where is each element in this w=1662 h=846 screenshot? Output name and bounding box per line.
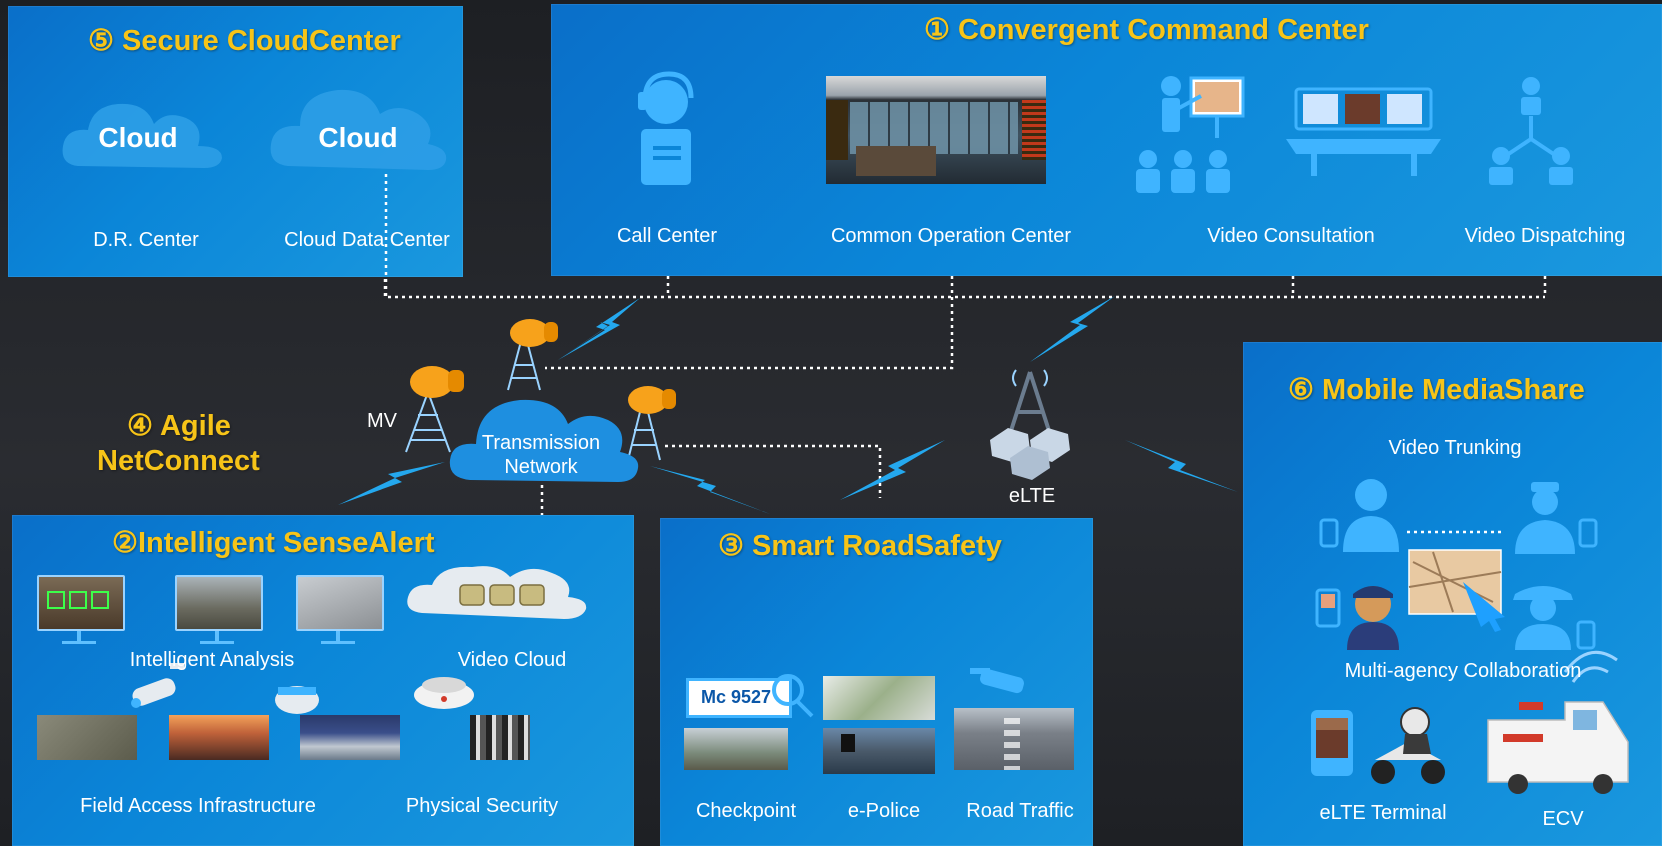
road-traffic-label: Road Traffic	[966, 800, 1074, 822]
cloud-right-label: Cloud	[318, 122, 398, 153]
traffic-light-photo	[823, 728, 935, 774]
video-trunking-label: Video Trunking	[1388, 437, 1522, 459]
camera-icon	[970, 668, 1024, 694]
phone-icon	[1311, 710, 1353, 776]
aerial-city-photo	[37, 715, 137, 760]
command-center-icons	[638, 71, 1573, 193]
cloud-center-panel: ⑤ Secure CloudCenter Cloud Cloud D.R. Ce…	[8, 6, 463, 296]
sensealert-panel: ②Intelligent SenseAlert	[12, 515, 634, 846]
lightning-icon	[555, 298, 640, 362]
checkpoint-label: Checkpoint	[695, 800, 797, 822]
cloud-icon	[449, 399, 639, 482]
lightning-group	[338, 296, 1238, 514]
monitor-base	[62, 641, 96, 644]
cloud-data-center-label: Cloud Data Center	[284, 229, 450, 251]
conference-table-icon	[1286, 87, 1441, 176]
smoke-detector-icon	[414, 677, 474, 709]
lightning-icon	[650, 466, 770, 514]
roadsafety-graphics	[772, 668, 1024, 718]
video-consultation-label: Video Consultation	[1207, 225, 1375, 247]
mediashare-panel: ⑥ Mobile MediaShare Video Trunking	[1243, 342, 1662, 846]
sensealert-graphics	[131, 566, 587, 714]
monitor-base	[200, 641, 234, 644]
lightning-icon	[840, 440, 945, 500]
lightning-icon	[1125, 440, 1238, 492]
face-recognition-thumb	[37, 575, 125, 631]
lightning-icon	[338, 462, 445, 505]
physical-security-label: Physical Security	[405, 795, 559, 817]
camera-icon	[131, 663, 184, 708]
command-center-panel: ① Convergent Command Center	[551, 4, 1662, 276]
mediashare-title: ⑥ Mobile MediaShare	[1288, 374, 1585, 406]
roadsafety-title: ③ Smart RoadSafety	[718, 530, 1002, 562]
monitor-stand	[336, 631, 340, 641]
skyline-photo	[169, 715, 269, 760]
hierarchy-icon	[1489, 77, 1573, 185]
video-dispatching-label: Video Dispatching	[1464, 225, 1626, 247]
intersection-3d-photo	[823, 676, 935, 720]
ambulance-icon	[1487, 650, 1629, 794]
police-icon	[1315, 586, 1399, 650]
cloud-left-label: Cloud	[98, 122, 178, 153]
ecv-label: ECV	[1542, 808, 1584, 830]
cloud-graphics	[62, 89, 447, 296]
cloud-icon	[270, 89, 447, 170]
street-camera-thumb	[175, 575, 263, 631]
pedestrian-thumb	[296, 575, 384, 631]
magnifier-icon	[772, 674, 814, 718]
camera-icon	[410, 319, 676, 414]
video-cloud-label: Video Cloud	[457, 649, 567, 671]
presenter-icon	[1136, 76, 1245, 193]
operation-center-link	[545, 255, 954, 370]
operation-center-photo	[826, 76, 1046, 184]
sensealert-title: ②Intelligent SenseAlert	[112, 527, 435, 559]
transmission-label-line2: Network	[504, 456, 578, 478]
intelligent-analysis-label: Intelligent Analysis	[129, 649, 295, 671]
stadium-photo	[300, 715, 400, 760]
checkpoint-photo	[684, 728, 788, 770]
mv-label: MV	[367, 410, 397, 432]
storage-cylinders	[459, 584, 545, 606]
plate-text: Mc 9527	[701, 687, 772, 707]
common-operation-center-label: Common Operation Center	[830, 225, 1072, 247]
elte-terminal-label: eLTE Terminal	[1319, 802, 1447, 824]
monitor-stand	[215, 631, 219, 641]
dr-center-label: D.R. Center	[93, 229, 199, 251]
signal-tower-icon	[990, 369, 1070, 480]
monitor-base	[321, 641, 355, 644]
cloud-center-title: ⑤ Secure CloudCenter	[88, 25, 401, 57]
roadsafety-link	[665, 444, 882, 498]
firefighter-icon	[1513, 586, 1596, 650]
call-center-icon	[638, 71, 694, 185]
road-traffic-photo	[954, 708, 1074, 770]
netconnect-title-line1: ④ Agile	[127, 410, 231, 442]
command-center-title: ① Convergent Command Center	[924, 14, 1369, 46]
cloud-icon	[62, 103, 222, 168]
mediashare-graphics	[1311, 479, 1629, 794]
netconnect-title-line2: NetConnect	[97, 445, 260, 477]
nurse-icon	[1515, 482, 1598, 554]
multi-agency-label: Multi-agency Collaboration	[1344, 660, 1582, 682]
backbone-link	[383, 174, 1545, 299]
dome-camera-icon	[275, 686, 319, 714]
map-thumbnail	[1408, 549, 1505, 632]
roadsafety-panel: ③ Smart RoadSafety Mc 9527 Checkpoint e-…	[660, 518, 1093, 846]
call-center-label: Call Center	[616, 225, 718, 247]
signal-tower-icon	[405, 329, 661, 461]
monitor-stand	[77, 631, 81, 641]
e-police-label: e-Police	[847, 800, 921, 822]
transmission-label-line1: Transmission	[481, 432, 601, 454]
elte-label: eLTE	[1008, 485, 1056, 507]
field-access-label: Field Access Infrastructure	[80, 795, 316, 817]
biometric-photo	[470, 715, 530, 760]
motorcycle-icon	[1371, 707, 1445, 784]
officer-icon	[1319, 479, 1399, 552]
